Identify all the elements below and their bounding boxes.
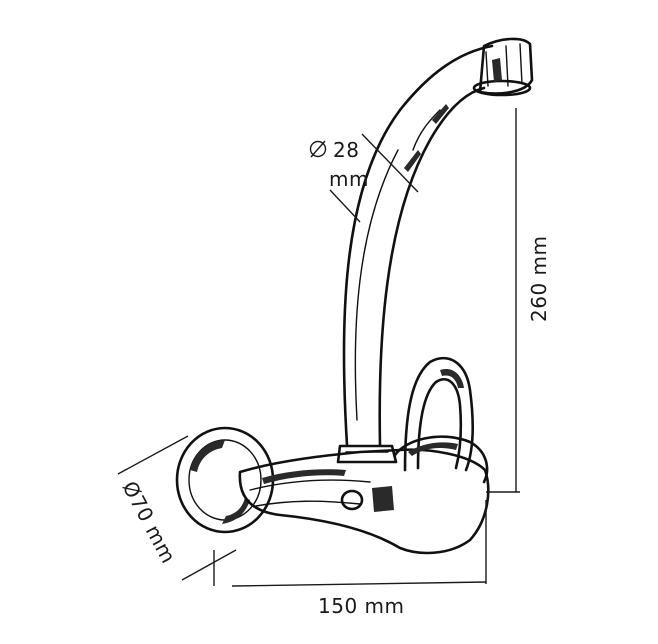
- width-label: 150 mm: [318, 594, 405, 618]
- mixer-body: [238, 444, 490, 555]
- height-dimension: 260 mm: [486, 108, 551, 493]
- spout-pipe-outer-edge: [342, 44, 494, 447]
- pipe-diameter-unit: mm: [329, 167, 369, 191]
- pipe-diameter-dimension: 28 mm: [309, 133, 419, 223]
- flange-extension-lower: [181, 549, 237, 581]
- height-label: 260 mm: [527, 236, 551, 323]
- flange-diameter-label: Ø70 mm: [118, 477, 181, 567]
- width-dimension: 150 mm: [231, 500, 487, 618]
- flange-diameter-dimension: Ø70 mm: [117, 435, 237, 586]
- spout-pipe-dark-streak: [404, 150, 421, 172]
- pipe-diameter-extension-upper: [361, 133, 419, 193]
- diameter-symbol-slash: [310, 140, 326, 158]
- width-dimension-line: [231, 581, 487, 587]
- spout-pipe-inner-edge: [378, 86, 486, 447]
- spout-pipe-reflection-2: [412, 109, 441, 151]
- pipe-diameter-extension-lower: [329, 189, 361, 223]
- faucet-illustration: [175, 37, 534, 555]
- aerator-nozzle: [472, 37, 534, 97]
- body-screw: [340, 489, 364, 511]
- spout-pipe-reflection: [354, 149, 399, 421]
- wall-flange: [175, 426, 275, 534]
- diameter-symbol-circle: [309, 140, 327, 158]
- flange-extension-upper: [117, 435, 189, 475]
- spout-pipe-dark-streak-2: [432, 104, 449, 124]
- lever-handle: [393, 356, 489, 484]
- pipe-diameter-value: 28: [333, 138, 359, 162]
